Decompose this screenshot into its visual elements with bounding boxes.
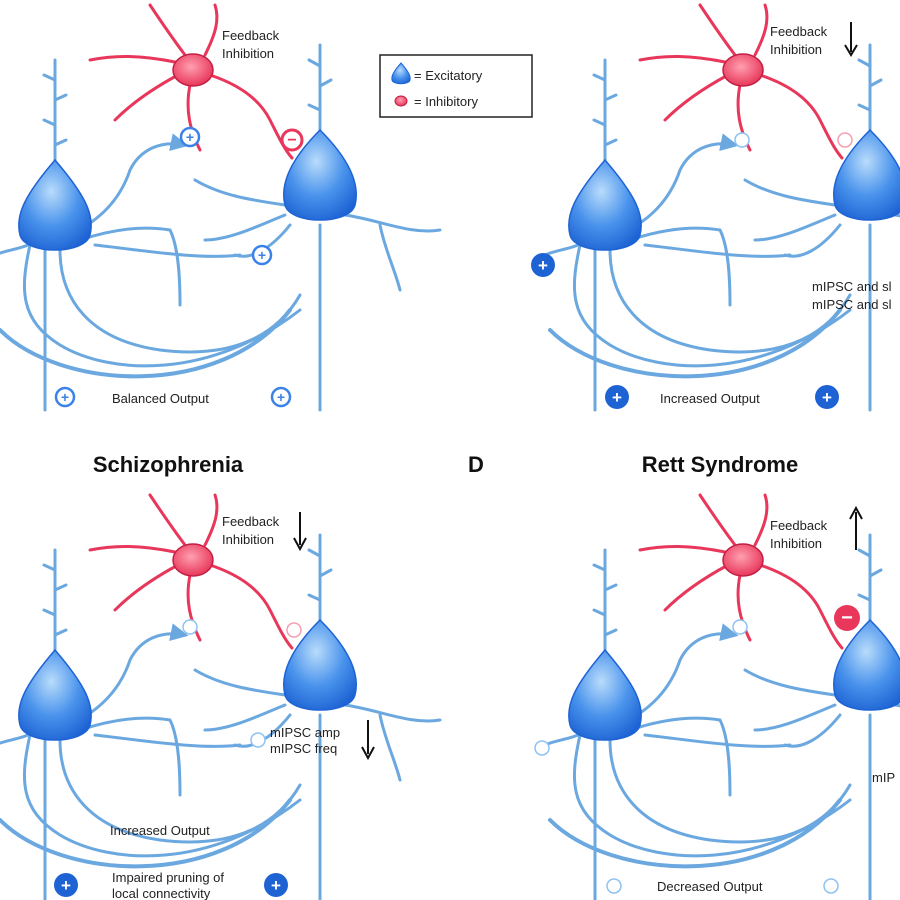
- heading-schizophrenia: Schizophrenia: [93, 452, 244, 477]
- legend: = Excitatory = Inhibitory: [379, 54, 533, 118]
- arrow-down-icon: [844, 22, 858, 57]
- panel-c-feedback-1: Feedback: [222, 514, 280, 529]
- excitatory-icon: [391, 62, 411, 85]
- svg-text:+: +: [612, 388, 622, 407]
- inhibitory-icon: [394, 95, 408, 107]
- legend-excitatory: = Excitatory: [414, 68, 483, 83]
- synapse-signs: + − + + + + + + + + −: [54, 126, 860, 897]
- panel-c-note-freq: mIPSC freq: [270, 741, 337, 756]
- svg-text:−: −: [841, 607, 853, 629]
- svg-text:+: +: [61, 876, 71, 895]
- panel-a-feedback-2: Inhibition: [222, 46, 274, 61]
- arrow-down-icon: [293, 512, 307, 552]
- panel-b-note-1: mIPSC and sl: [812, 279, 892, 294]
- svg-text:+: +: [538, 256, 548, 275]
- panel-d-output: Decreased Output: [657, 879, 763, 894]
- panel-b-note-2: mIPSC and sl: [812, 297, 892, 312]
- svg-text:+: +: [822, 388, 832, 407]
- panel-bottom-right: [545, 495, 900, 900]
- svg-text:+: +: [186, 129, 194, 145]
- svg-text:+: +: [258, 247, 266, 263]
- panel-a-output: Balanced Output: [112, 391, 209, 406]
- panel-top-left: [0, 5, 440, 410]
- svg-text:+: +: [271, 876, 281, 895]
- panel-d-note: mIP: [872, 770, 895, 785]
- panel-c-note-amp: mIPSC amp: [270, 725, 340, 740]
- panel-a-feedback-1: Feedback: [222, 28, 280, 43]
- heading-rett-syndrome: Rett Syndrome: [642, 452, 798, 477]
- svg-text:+: +: [277, 389, 285, 405]
- svg-text:−: −: [287, 132, 296, 149]
- arrow-down-icon: [361, 720, 375, 761]
- arrow-up-icon: [849, 505, 863, 550]
- panel-bottom-left: [0, 495, 440, 900]
- panel-c-note-pruning-1: Impaired pruning of: [112, 870, 224, 885]
- panel-b-output: Increased Output: [660, 391, 760, 406]
- panel-b-feedback-1: Feedback: [770, 24, 828, 39]
- panel-letter-d: D: [468, 452, 484, 477]
- panel-top-right: [545, 5, 900, 410]
- panel-b-feedback-2: Inhibition: [770, 42, 822, 57]
- panel-c-feedback-2: Inhibition: [222, 532, 274, 547]
- panel-c-note-pruning-2: local connectivity: [112, 886, 211, 900]
- panel-d-feedback-1: Feedback: [770, 518, 828, 533]
- legend-inhibitory: = Inhibitory: [414, 94, 478, 109]
- panel-c-output: Increased Output: [110, 823, 210, 838]
- svg-text:+: +: [61, 389, 69, 405]
- panel-d-feedback-2: Inhibition: [770, 536, 822, 551]
